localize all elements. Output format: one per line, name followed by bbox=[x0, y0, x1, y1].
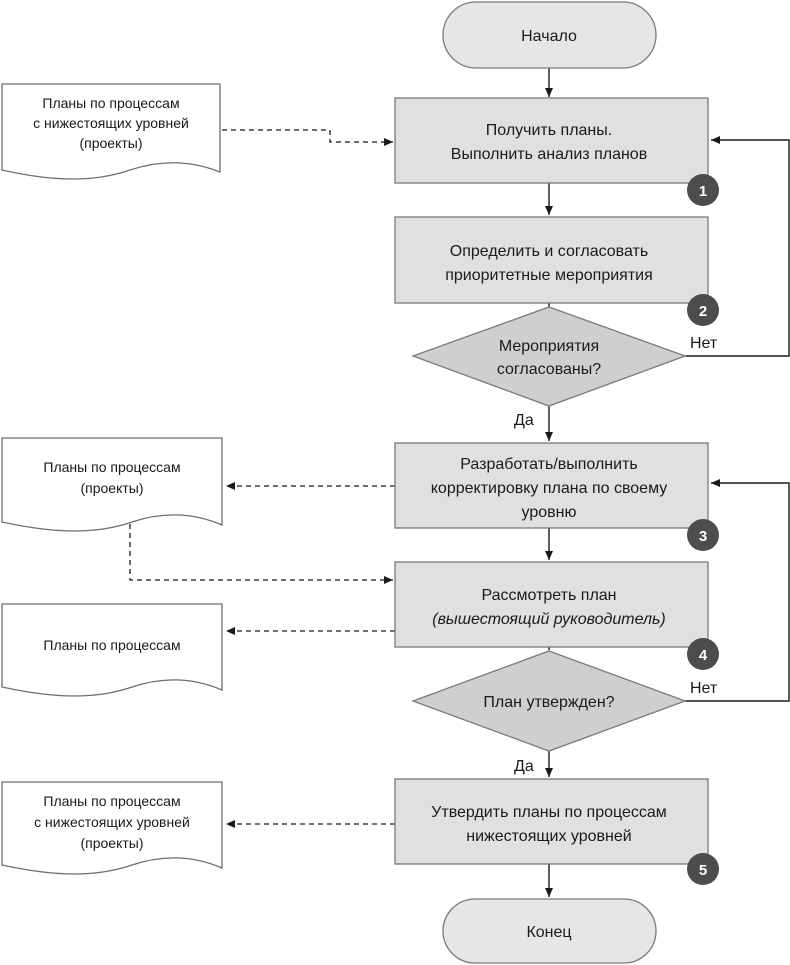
step-badge-1: 1 bbox=[687, 174, 719, 206]
step-5-line-2: нижестоящих уровней bbox=[466, 828, 631, 845]
step-3-line-2: корректировку плана по своему bbox=[431, 480, 668, 497]
decision-2-no-label: Нет bbox=[690, 680, 718, 697]
document-1-line-3: (проекты) bbox=[79, 135, 142, 151]
decision-1-no-label: Нет bbox=[690, 335, 718, 352]
process-step-2: Определить и согласовать приоритетные ме… bbox=[394, 216, 709, 304]
decision-1: Мероприятия согласованы? bbox=[411, 306, 687, 407]
dashed-connectors bbox=[129, 129, 395, 828]
connectors bbox=[545, 68, 790, 897]
step-3-line-1: Разработать/выполнить bbox=[460, 456, 638, 473]
step-4-line-1: Рассмотреть план bbox=[481, 587, 616, 604]
step-badge-1-number: 1 bbox=[699, 183, 707, 200]
terminal-end: Конец bbox=[442, 898, 657, 964]
decision-1-line-2: согласованы? bbox=[497, 361, 601, 378]
document-4-line-3: (проекты) bbox=[80, 835, 143, 851]
document-3-line-1: Планы по процессам bbox=[43, 637, 180, 653]
process-step-3: Разработать/выполнить корректировку план… bbox=[394, 442, 709, 529]
document-4: Планы по процессам с нижестоящих уровней… bbox=[1, 781, 223, 875]
step-2-line-2: приоритетные мероприятия bbox=[445, 267, 653, 284]
step-5-line-1: Утвердить планы по процессам bbox=[431, 804, 667, 821]
decision-2-yes-label: Да bbox=[514, 758, 534, 775]
step-3-line-3: уровню bbox=[522, 504, 577, 521]
step-badge-2: 2 bbox=[687, 294, 719, 326]
document-2: Планы по процессам (проекты) bbox=[1, 437, 223, 532]
document-2-line-1: Планы по процессам bbox=[43, 459, 180, 475]
process-step-5: Утвердить планы по процессам нижестоящих… bbox=[394, 778, 709, 865]
arrow-decision1-no-loop bbox=[685, 136, 790, 357]
step-badge-2-number: 2 bbox=[699, 303, 707, 320]
step-1-line-1: Получить планы. bbox=[486, 122, 612, 139]
document-2-line-2: (проекты) bbox=[80, 480, 143, 496]
document-1-line-1: Планы по процессам bbox=[42, 95, 179, 111]
decision-2-line-1: План утвержден? bbox=[483, 694, 614, 711]
dashed-doc1-to-step1 bbox=[222, 129, 393, 146]
decision-1-yes-label: Да bbox=[514, 412, 534, 429]
document-3: Планы по процессам bbox=[1, 603, 223, 697]
document-4-line-1: Планы по процессам bbox=[43, 793, 180, 809]
step-badge-5-number: 5 bbox=[699, 862, 707, 879]
step-badge-5: 5 bbox=[687, 853, 719, 885]
dashed-doc2-to-step4 bbox=[129, 515, 393, 584]
step-badge-4-number: 4 bbox=[699, 647, 708, 664]
step-badge-4: 4 bbox=[687, 638, 719, 670]
process-step-4: Рассмотреть план (вышестоящий руководите… bbox=[394, 561, 709, 648]
decision-2: План утвержден? bbox=[411, 650, 687, 752]
step-4-italic-line: (вышестоящий руководитель) bbox=[432, 611, 665, 628]
process-step-1: Получить планы. Выполнить анализ планов bbox=[394, 97, 709, 184]
arrow-decision2-no-loop bbox=[685, 479, 790, 702]
terminal-start: Начало bbox=[442, 1, 657, 69]
step-1-line-2: Выполнить анализ планов bbox=[451, 146, 647, 163]
step-2-line-1: Определить и согласовать bbox=[450, 243, 648, 260]
terminal-start-label: Начало bbox=[521, 28, 577, 45]
document-1-line-2: с нижестоящих уровней bbox=[33, 115, 189, 131]
step-badge-3-number: 3 bbox=[699, 528, 707, 545]
step-badge-3: 3 bbox=[687, 519, 719, 551]
document-4-line-2: с нижестоящих уровней bbox=[34, 814, 190, 830]
terminal-end-label: Конец bbox=[526, 924, 571, 941]
decision-1-line-1: Мероприятия bbox=[499, 338, 599, 355]
document-1: Планы по процессам с нижестоящих уровней… bbox=[1, 83, 221, 180]
